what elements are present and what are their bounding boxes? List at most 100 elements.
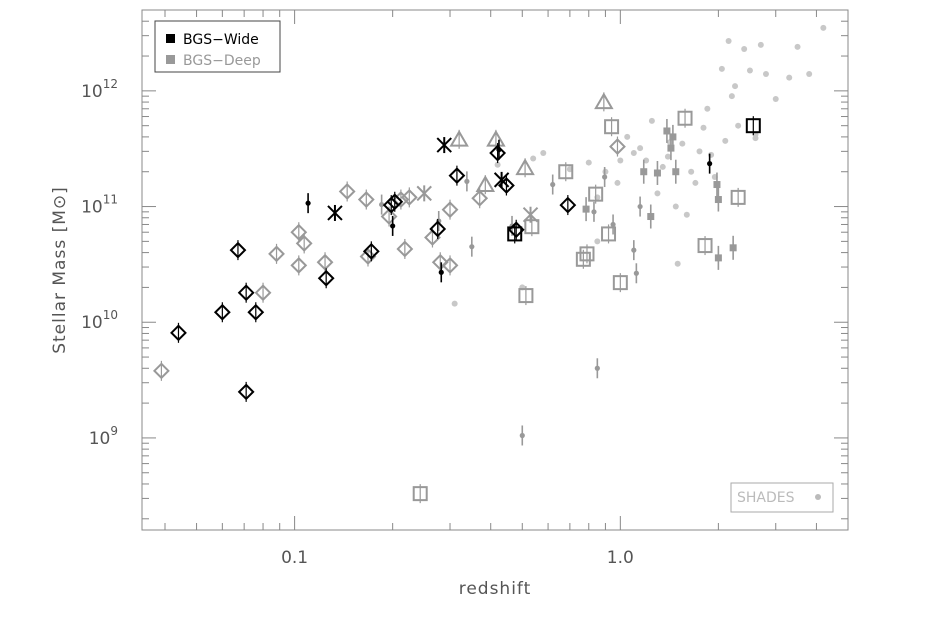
shades-point [725, 37, 732, 44]
data-point-square [697, 236, 713, 256]
data-point-dot [469, 236, 475, 257]
data-point-diamond [448, 165, 466, 186]
shades-point [643, 157, 650, 164]
data-point-dot [610, 214, 616, 235]
shades-point [594, 238, 601, 245]
data-point-dot [390, 215, 396, 236]
data-point-dot [438, 262, 444, 283]
legend: BGS−Wide BGS−Deep [154, 20, 281, 73]
y-tick-label-exponent: 12 [103, 77, 118, 91]
data-point-square [579, 244, 595, 264]
data-point-square-filled [672, 159, 680, 184]
data-point-diamond [268, 243, 285, 264]
data-point-square-filled [714, 187, 722, 212]
shades-point [722, 137, 729, 144]
legend-label-wide: BGS−Wide [183, 32, 259, 48]
shades-point [820, 24, 827, 31]
shades-point [752, 135, 759, 142]
shades-point [732, 83, 739, 90]
data-point-diamond [489, 143, 507, 164]
y-tick-label-base: 10 [81, 313, 103, 333]
data-point-diamond [429, 218, 447, 239]
shades-point [674, 260, 681, 267]
axis-ticks [142, 9, 849, 530]
data-point-square [745, 116, 761, 136]
data-point-dot [436, 211, 442, 232]
y-tick-label-base: 10 [89, 429, 111, 449]
y-axis-title-main: Stellar Mass [M [50, 209, 70, 354]
data-point-asterisk [436, 137, 452, 154]
shades-point [637, 145, 644, 152]
shades-point [617, 157, 624, 164]
shades-annotation-dot [815, 494, 821, 500]
data-point-dot [631, 240, 637, 261]
data-point-dot [519, 425, 525, 446]
data-point-square [677, 108, 693, 128]
data-point-diamond [400, 187, 418, 208]
y-tick-label-exponent: 10 [103, 308, 118, 322]
data-marks [152, 24, 827, 504]
data-point-square [558, 162, 574, 182]
shades-point [746, 67, 753, 74]
y-tick-label: 109 [89, 424, 118, 449]
shades-point [494, 161, 501, 168]
shades-point [630, 150, 637, 157]
shades-point [757, 41, 764, 48]
shades-annotation: SHADES [730, 482, 834, 513]
y-tick-label: 1012 [81, 77, 118, 102]
data-point-dot [594, 358, 600, 379]
shades-point [696, 148, 703, 155]
data-point-diamond [213, 302, 231, 323]
x-axis-title: redshift [459, 579, 532, 599]
shades-point [762, 70, 769, 77]
data-point-dot [633, 263, 639, 284]
data-point-diamond [338, 181, 356, 202]
data-point-dot [496, 139, 502, 160]
data-point-square [518, 286, 534, 306]
data-point-diamond [290, 255, 308, 276]
data-point-asterisk [416, 185, 432, 202]
data-point-diamond [316, 252, 334, 273]
data-point-dot [379, 194, 385, 215]
data-point-triangle [486, 129, 506, 149]
shades-point [679, 140, 686, 147]
data-point-triangle [515, 158, 535, 178]
data-point-square-filled [714, 245, 722, 270]
data-point-triangle [449, 129, 469, 149]
data-point-square-filled [729, 235, 737, 260]
data-point-diamond [441, 199, 459, 220]
data-point-diamond [317, 268, 335, 289]
shades-point [659, 163, 666, 170]
legend-swatch-deep [166, 55, 175, 64]
x-tick-label: 1.0 [607, 548, 634, 568]
legend-frame [154, 20, 281, 73]
data-point-square-filled [663, 118, 671, 143]
data-point-diamond [357, 189, 375, 210]
data-point-diamond [247, 302, 265, 323]
data-point-square [612, 273, 628, 293]
data-point-diamond [152, 360, 170, 381]
y-axis-title-end: ] [50, 186, 70, 194]
data-point-square [575, 249, 591, 269]
y-axis-title-sun-symbol: ⊙ [50, 194, 70, 209]
data-point-square [604, 117, 620, 137]
data-point-dot [464, 171, 470, 192]
y-tick-label: 1010 [81, 308, 118, 333]
data-point-diamond [254, 282, 272, 303]
data-point-diamond [362, 241, 380, 262]
data-point-diamond [170, 322, 187, 343]
y-tick-label: 1011 [81, 193, 118, 218]
data-point-diamond [396, 238, 414, 259]
data-point-square-filled [669, 124, 677, 149]
shades-point [451, 300, 458, 307]
shades-point [683, 211, 690, 218]
data-point-diamond [386, 191, 404, 212]
shades-point [688, 168, 695, 175]
shades-point [530, 155, 537, 162]
shades-point [772, 96, 779, 103]
shades-point [585, 159, 592, 166]
shades-point [700, 124, 707, 131]
shades-point [614, 179, 621, 186]
y-tick-label-base: 10 [81, 82, 103, 102]
shades-point [718, 65, 725, 72]
